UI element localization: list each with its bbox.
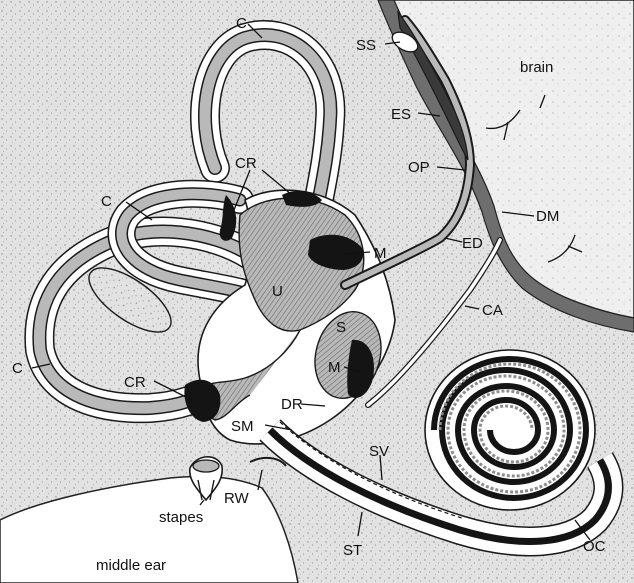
label-s: S: [336, 319, 346, 336]
label-es: ES: [391, 106, 411, 123]
label-brain: brain: [520, 59, 553, 76]
label-c-bottom: C: [12, 360, 23, 377]
label-op: OP: [408, 159, 430, 176]
label-oc: OC: [583, 538, 606, 555]
label-rw: RW: [224, 490, 250, 507]
label-m-saccule: M: [328, 359, 341, 376]
label-st: ST: [343, 542, 362, 559]
label-ca: CA: [482, 302, 503, 319]
label-c-left: C: [101, 193, 112, 210]
label-cr-bottom: CR: [124, 374, 146, 391]
label-m-utricle: M: [374, 245, 387, 262]
label-dr: DR: [281, 396, 303, 413]
label-dm: DM: [536, 208, 559, 225]
label-u: U: [272, 283, 283, 300]
label-cr-top: CR: [235, 155, 257, 172]
label-sv: SV: [369, 443, 389, 460]
label-stapes: stapes: [159, 509, 203, 526]
label-middle-ear: middle ear: [96, 557, 166, 574]
label-ed: ED: [462, 235, 483, 252]
label-ss: SS: [356, 37, 376, 54]
cochlea: [425, 350, 595, 510]
label-sm: SM: [231, 418, 254, 435]
label-c-top: C: [236, 15, 247, 32]
